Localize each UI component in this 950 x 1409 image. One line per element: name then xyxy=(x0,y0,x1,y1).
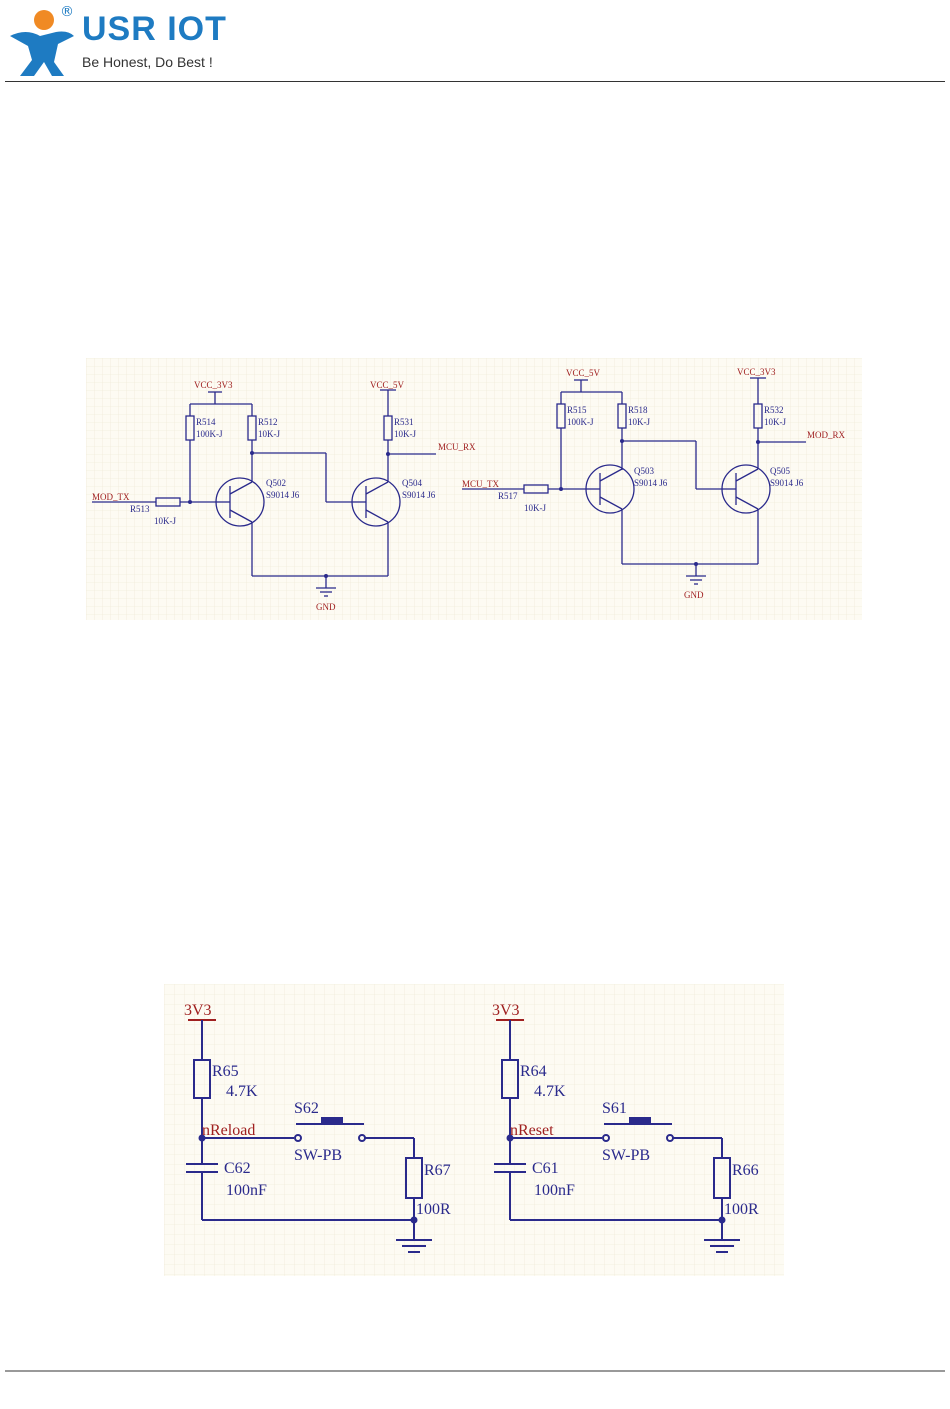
label-q503: Q503 xyxy=(634,466,654,476)
brand-name: USR IOT xyxy=(82,10,227,48)
label-r517-value: 10K-J xyxy=(524,503,546,513)
label-s62: S62 xyxy=(294,1100,319,1117)
label-r67-value: 100R xyxy=(416,1201,451,1218)
label-r513-value: 10K-J xyxy=(154,516,176,526)
label-r532-value: 10K-J xyxy=(764,417,786,427)
circuit-mcu-tx-to-mod-rx xyxy=(462,377,806,585)
label-net-in: MOD_TX xyxy=(92,492,130,502)
label-3v3-right: 3V3 xyxy=(492,1002,520,1019)
label-r512-value: 10K-J xyxy=(258,429,280,439)
label-q504-part: S9014 J6 xyxy=(402,490,436,500)
button-schematic: 3V3 R65 4.7K nReload S62 SW-PB C62 100nF… xyxy=(164,984,784,1276)
label-supply2: VCC_5V xyxy=(370,380,405,390)
label-supply-r: VCC_5V xyxy=(566,368,601,378)
label-q504: Q504 xyxy=(402,478,422,488)
label-r518: R518 xyxy=(628,405,648,415)
label-3v3-left: 3V3 xyxy=(184,1002,212,1019)
label-r67: R67 xyxy=(424,1162,451,1179)
label-c62: C62 xyxy=(224,1160,251,1177)
label-q505-part: S9014 J6 xyxy=(770,478,804,488)
usr-logo-icon xyxy=(10,10,74,76)
label-r531-value: 10K-J xyxy=(394,429,416,439)
header-divider xyxy=(5,81,945,82)
label-c62-value: 100nF xyxy=(226,1182,267,1199)
label-nreload: nReload xyxy=(202,1122,255,1139)
label-r515: R515 xyxy=(567,405,587,415)
brand-slogan: Be Honest, Do Best ! xyxy=(82,54,213,70)
label-gnd: GND xyxy=(316,602,336,612)
label-net-in-r: MCU_TX xyxy=(462,479,500,489)
label-r531: R531 xyxy=(394,417,414,427)
label-nreset: nReset xyxy=(510,1122,554,1139)
label-r64-value: 4.7K xyxy=(534,1083,566,1100)
label-r515-value: 100K-J xyxy=(567,417,594,427)
label-s61: S61 xyxy=(602,1100,627,1117)
label-c61-value: 100nF xyxy=(534,1182,575,1199)
label-r64: R64 xyxy=(520,1063,547,1080)
label-r514: R514 xyxy=(196,417,216,427)
label-c61: C61 xyxy=(532,1160,559,1177)
label-s61-part: SW-PB xyxy=(602,1147,650,1164)
label-net-out-r: MOD_RX xyxy=(807,430,846,440)
footer-divider xyxy=(5,1370,945,1372)
label-r512: R512 xyxy=(258,417,278,427)
label-gnd-r: GND xyxy=(684,590,704,600)
label-q505: Q505 xyxy=(770,466,790,476)
circuit-mod-tx-to-mcu-rx xyxy=(92,389,436,597)
label-r517: R517 xyxy=(498,491,518,501)
label-s62-part: SW-PB xyxy=(294,1147,342,1164)
level-shifter-schematic: VCC_3V3 R514 100K-J R512 10K-J MOD_TX R5… xyxy=(86,358,862,620)
label-r513: R513 xyxy=(130,504,150,514)
page-header: ® USR IOT Be Honest, Do Best ! xyxy=(0,0,950,82)
label-supply: VCC_3V3 xyxy=(194,380,233,390)
label-r514-value: 100K-J xyxy=(196,429,223,439)
label-r518-value: 10K-J xyxy=(628,417,650,427)
label-q503-part: S9014 J6 xyxy=(634,478,668,488)
label-supply2-r: VCC_3V3 xyxy=(737,367,776,377)
label-q502-part: S9014 J6 xyxy=(266,490,300,500)
label-net-out: MCU_RX xyxy=(438,442,476,452)
label-r66: R66 xyxy=(732,1162,759,1179)
label-r65-value: 4.7K xyxy=(226,1083,258,1100)
label-r66-value: 100R xyxy=(724,1201,759,1218)
circuit-nreload xyxy=(186,1019,432,1253)
label-q502: Q502 xyxy=(266,478,286,488)
registered-mark: ® xyxy=(60,4,74,20)
label-r65: R65 xyxy=(212,1063,239,1080)
label-r532: R532 xyxy=(764,405,784,415)
